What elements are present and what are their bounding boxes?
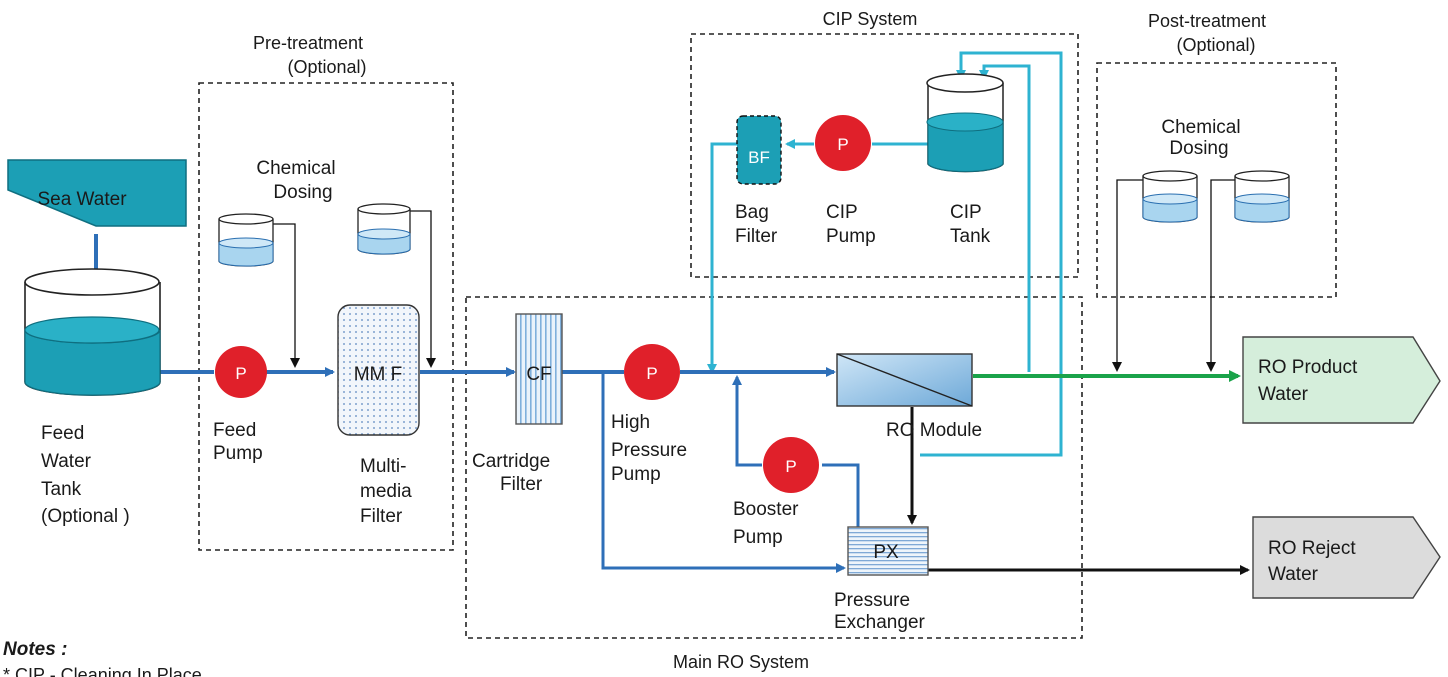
chemical-dosing-label-post: Chemical Dosing <box>1161 117 1240 159</box>
svg-text:High: High <box>611 412 650 433</box>
feed-pump: P <box>215 346 267 398</box>
svg-text:Water: Water <box>1258 384 1309 405</box>
svg-text:Dosing: Dosing <box>273 182 332 203</box>
dosing-tank-post-1 <box>1142 170 1198 223</box>
posttreatment-optional: (Optional) <box>1176 35 1255 55</box>
px-symbol: PX <box>873 542 899 563</box>
svg-text:Bag: Bag <box>735 202 769 223</box>
cip-system-title: CIP System <box>823 9 918 29</box>
dosing-line-pre-2 <box>410 210 436 368</box>
notes-title: Notes : <box>3 639 67 660</box>
chemical-dosing-label-pre: Chemical Dosing <box>256 158 335 203</box>
bag-filter-label: Bag Filter <box>735 202 778 247</box>
feed-pump-symbol: P <box>235 364 246 383</box>
ro-product-water-output: RO Product Water <box>1242 336 1441 424</box>
svg-text:RO Reject: RO Reject <box>1268 538 1356 559</box>
svg-text:CIP: CIP <box>826 202 858 223</box>
dosing-tank-pre-2 <box>357 203 411 255</box>
pretreatment-title: Pre-treatment <box>253 33 363 53</box>
notes-cip-definition: * CIP - Cleaning In Place <box>3 665 202 677</box>
feed-water-tank <box>24 268 161 396</box>
dosing-line-pre-1 <box>273 223 300 368</box>
svg-text:Booster: Booster <box>733 499 799 520</box>
booster-to-main-line <box>732 375 762 467</box>
hp-pump-label: High Pressure Pump <box>611 412 687 485</box>
feed-tank-label: Feed Water Tank (Optional ) <box>41 423 130 527</box>
dosing-line-post-1 <box>1112 179 1143 372</box>
svg-text:Feed: Feed <box>213 420 256 441</box>
posttreatment-title: Post-treatment <box>1148 11 1266 31</box>
booster-pump-label: Booster Pump <box>733 499 799 548</box>
dosing-tank-post-2 <box>1234 170 1290 223</box>
bag-filter: BF <box>736 115 782 185</box>
px-to-booster-line <box>822 463 860 527</box>
bf-to-main-line <box>707 142 737 374</box>
bypass-to-px-line <box>601 372 846 573</box>
multimedia-filter: MM F <box>337 304 420 436</box>
sea-water-label: Sea Water <box>37 189 127 210</box>
svg-text:Pump: Pump <box>733 527 783 548</box>
svg-text:CIP: CIP <box>950 202 982 223</box>
svg-text:Exchanger: Exchanger <box>834 612 926 633</box>
posttreatment-box <box>1096 62 1337 298</box>
dosing-line-post-2 <box>1206 179 1236 372</box>
ro-module-label: RO Module <box>886 420 982 441</box>
main-ro-title: Main RO System <box>673 652 809 672</box>
sea-water-inlet: Sea Water <box>7 159 187 227</box>
svg-text:Filter: Filter <box>735 226 778 247</box>
cip-tank-label: CIP Tank <box>950 202 991 247</box>
mmf-symbol: MM F <box>354 364 403 385</box>
px-label: Pressure Exchanger <box>834 590 926 633</box>
svg-text:Tank: Tank <box>41 479 82 500</box>
svg-text:Cartridge: Cartridge <box>472 451 550 472</box>
svg-text:Tank: Tank <box>950 226 991 247</box>
svg-text:Pump: Pump <box>611 464 661 485</box>
svg-text:Filter: Filter <box>500 474 543 495</box>
booster-pump: P <box>763 437 819 493</box>
svg-text:media: media <box>360 481 412 502</box>
high-pressure-pump: P <box>624 344 680 400</box>
svg-text:Pump: Pump <box>213 443 263 464</box>
svg-text:Water: Water <box>41 451 92 472</box>
dosing-tank-pre-1 <box>218 213 274 267</box>
cip-pump-label: CIP Pump <box>826 202 876 247</box>
ro-reject-water-output: RO Reject Water <box>1252 516 1441 599</box>
main-ro-box <box>465 296 1083 639</box>
cip-tank <box>926 73 1004 173</box>
svg-text:Filter: Filter <box>360 506 403 527</box>
mmf-label: Multi- media Filter <box>360 456 412 527</box>
svg-text:Feed: Feed <box>41 423 84 444</box>
feed-pump-label: Feed Pump <box>213 420 263 464</box>
cip-pump-symbol: P <box>837 135 848 154</box>
hp-pump-symbol: P <box>646 364 657 383</box>
booster-pump-symbol: P <box>785 457 796 476</box>
svg-text:RO Product: RO Product <box>1258 357 1358 378</box>
pretreatment-optional: (Optional) <box>287 57 366 77</box>
svg-text:Pressure: Pressure <box>611 440 687 461</box>
cip-pump: P <box>815 115 871 171</box>
pressure-exchanger: PX <box>847 526 929 576</box>
cartridge-label: Cartridge Filter <box>472 451 550 495</box>
cip-return-line-inner <box>979 64 1031 372</box>
svg-text:Chemical: Chemical <box>256 158 335 179</box>
svg-text:Pressure: Pressure <box>834 590 910 611</box>
cartridge-filter: CF <box>515 313 563 425</box>
svg-text:Dosing: Dosing <box>1169 138 1228 159</box>
cip-system-box <box>690 33 1079 278</box>
cip-return-line-outer <box>920 51 1063 457</box>
svg-text:(Optional ): (Optional ) <box>41 506 130 527</box>
svg-text:Water: Water <box>1268 564 1319 585</box>
pretreatment-box <box>198 82 454 551</box>
svg-text:Pump: Pump <box>826 226 876 247</box>
bf-symbol: BF <box>748 148 770 167</box>
cf-symbol: CF <box>526 364 551 385</box>
svg-text:Multi-: Multi- <box>360 456 406 477</box>
ro-module <box>836 353 973 407</box>
svg-text:Chemical: Chemical <box>1161 117 1240 138</box>
